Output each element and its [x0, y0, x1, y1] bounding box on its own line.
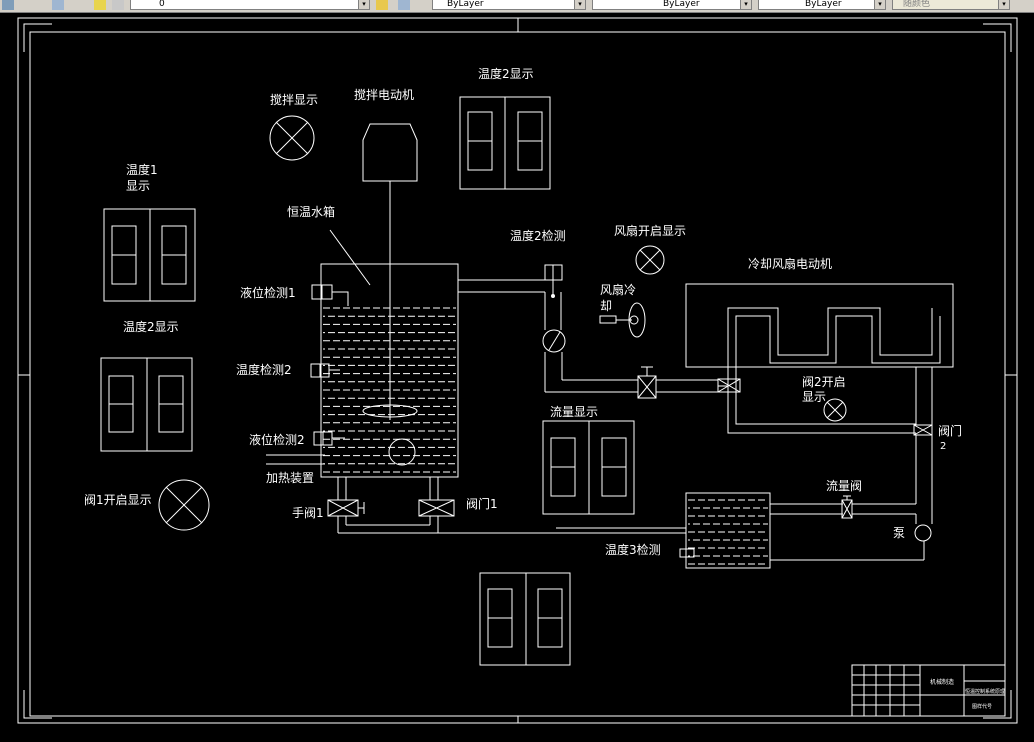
bulb-icon[interactable] — [94, 0, 106, 10]
radiator-inlet-valve — [717, 378, 741, 393]
pump — [914, 524, 932, 542]
lineweight-combo-value: ByLayer — [805, 0, 842, 9]
flow-display-label: 流量显示 — [550, 405, 598, 419]
chevron-down-icon[interactable]: ▾ — [740, 0, 751, 9]
stir-display-lamp — [269, 115, 315, 161]
chevron-down-icon[interactable]: ▾ — [998, 0, 1009, 9]
bottom-display — [479, 572, 571, 666]
valve1-display-lamp — [158, 479, 210, 531]
control-valve — [637, 366, 657, 399]
valve2-display-label-1: 阀2开启 — [802, 375, 846, 389]
temp2-display-top — [459, 96, 551, 190]
tank-leader-line — [329, 229, 371, 286]
chevron-down-icon[interactable]: ▾ — [574, 0, 585, 9]
fan-display-lamp — [635, 245, 665, 275]
return-pipes — [770, 367, 933, 561]
title-block-row3: 图样代号 — [972, 703, 992, 710]
temp2-sensor-label: 温度2检测 — [510, 228, 566, 243]
flow-valve-label: 流量阀 — [826, 479, 862, 493]
temp2-sensor — [544, 264, 563, 298]
lock-icon[interactable] — [112, 0, 124, 10]
layer-previous-icon[interactable] — [398, 0, 410, 10]
fan-icon — [599, 302, 646, 338]
level-sensor-2 — [313, 431, 345, 446]
level-sensor-1-label: 液位检测1 — [240, 285, 296, 300]
flow-valve — [841, 495, 853, 519]
layers-icon[interactable] — [52, 0, 64, 10]
lineweight-combo[interactable]: ByLayer ▾ — [758, 0, 886, 10]
tank-outlet-pipes — [337, 477, 686, 534]
temp2-display-left — [100, 357, 193, 452]
outlet-pipe-to-cooler — [458, 265, 718, 393]
plotstyle-combo-value: 随颜色 — [903, 0, 931, 9]
toolbar: 0 ▾ ByLayer ▾ ByLayer ▾ ByLayer ▾ 随颜色 ▾ — [0, 0, 1034, 13]
title-block: 机械制造 恒温控制系统原理 图样代号 — [851, 664, 1006, 717]
manual-valve-1-label: 手阀1 — [292, 506, 324, 520]
level-sensor-2-label: 液位检测2 — [249, 432, 305, 447]
stir-motor-label: 搅拌电动机 — [354, 87, 414, 102]
title-block-row1: 机械制造 — [930, 678, 954, 686]
tank-label: 恒温水箱 — [287, 204, 335, 219]
valve-1 — [418, 499, 455, 517]
cooling-radiator — [685, 283, 954, 434]
stir-motor — [362, 123, 418, 420]
valve1-display-label: 阀1开启显示 — [84, 493, 152, 507]
flow-display — [542, 420, 635, 515]
temp-sensor-2-label: 温度检测2 — [236, 362, 292, 377]
stir-display-label: 搅拌显示 — [270, 92, 318, 107]
reservoir — [685, 492, 771, 569]
drawing-canvas[interactable]: 搅拌显示 搅拌电动机 温度2显示 温度1 显示 温度2显示 阀1开启显示 — [0, 12, 1034, 738]
temp2-display-left-label: 温度2显示 — [123, 319, 179, 334]
pump-label: 泵 — [893, 526, 905, 540]
temp1-display-label-2: 显示 — [126, 179, 150, 193]
chevron-down-icon[interactable]: ▾ — [874, 0, 885, 9]
make-current-icon[interactable] — [376, 0, 388, 10]
valve-2-label-1: 阀门 — [938, 423, 962, 438]
fan-cool-label-1: 风扇冷 — [600, 282, 636, 297]
color-combo[interactable]: ByLayer ▾ — [432, 0, 586, 10]
temp3-sensor-label: 温度3检测 — [605, 542, 661, 557]
linetype-combo-value: ByLayer — [663, 0, 700, 9]
water-tank — [266, 263, 459, 478]
frame-corner-marks — [18, 18, 1017, 723]
level-sensor-1 — [311, 284, 349, 306]
layer-combo-value: 0 — [159, 0, 165, 9]
manual-valve-1 — [327, 499, 365, 517]
layer-combo[interactable]: 0 ▾ — [130, 0, 370, 10]
valve2-display-lamp — [823, 398, 847, 422]
valve-2-label-2: 2 — [940, 441, 946, 452]
layer-manager-icon[interactable] — [2, 0, 14, 10]
heater-label: 加热装置 — [266, 471, 314, 485]
temp1-display — [103, 208, 196, 302]
fan-cool-label-2: 却 — [600, 299, 612, 313]
valve-1-label: 阀门1 — [466, 496, 498, 511]
temp3-sensor — [679, 548, 695, 558]
valve-2 — [913, 424, 933, 436]
flow-gauge — [542, 329, 566, 353]
plotstyle-combo[interactable]: 随颜色 ▾ — [892, 0, 1010, 10]
valve2-display-label-2: 显示 — [802, 390, 826, 404]
temp1-display-label-1: 温度1 — [126, 162, 158, 177]
fan-motor-label: 冷却风扇电动机 — [748, 256, 832, 271]
temp2-display-top-label: 温度2显示 — [478, 66, 534, 81]
temp-sensor-2 — [310, 363, 340, 378]
chevron-down-icon[interactable]: ▾ — [358, 0, 369, 9]
fan-display-label: 风扇开启显示 — [614, 223, 686, 238]
linetype-combo[interactable]: ByLayer ▾ — [592, 0, 752, 10]
title-block-row2: 恒温控制系统原理 — [965, 688, 1005, 695]
color-combo-value: ByLayer — [447, 0, 484, 9]
